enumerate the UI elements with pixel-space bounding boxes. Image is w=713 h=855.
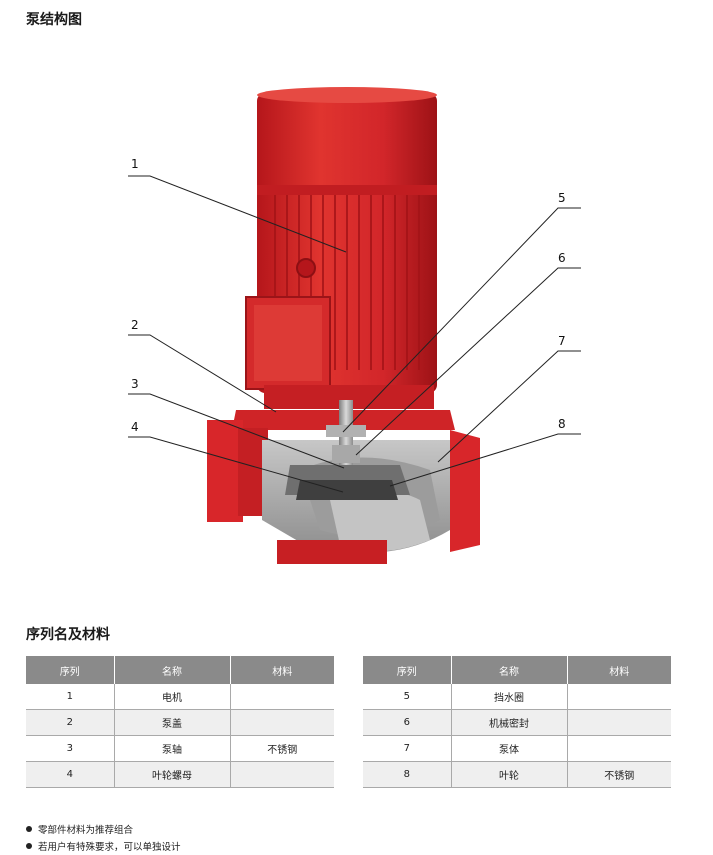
cell-name: 泵盖 bbox=[114, 709, 231, 736]
pump-internals bbox=[285, 400, 410, 500]
section-title-structure: 泵结构图 bbox=[26, 12, 82, 28]
motor bbox=[245, 87, 437, 409]
cell-no: 5 bbox=[363, 684, 452, 710]
table-row: 4 叶轮螺母 bbox=[26, 761, 334, 788]
table-row: 2 泵盖 bbox=[26, 709, 334, 736]
table-header-row: 序列 名称 材料 bbox=[363, 656, 671, 684]
cell-no: 2 bbox=[26, 709, 115, 736]
callout-6: 6 bbox=[558, 251, 566, 265]
parts-table-right: 序列 名称 材料 5 挡水圈 6 机械密封 7 泵体 8 叶轮 不锈钢 bbox=[363, 656, 671, 788]
note-item: 若用户有特殊要求，可以单独设计 bbox=[26, 837, 181, 854]
cell-material: 不锈钢 bbox=[230, 735, 334, 762]
cell-material bbox=[230, 761, 334, 788]
table-row: 1 电机 bbox=[26, 684, 334, 710]
section-title-parts: 序列名及材料 bbox=[26, 627, 110, 643]
cell-material bbox=[230, 709, 334, 736]
cell-material bbox=[567, 709, 671, 736]
bullet-icon bbox=[26, 825, 32, 832]
callout-5: 5 bbox=[558, 191, 566, 205]
cell-material: 不锈钢 bbox=[567, 761, 671, 788]
callout-4: 4 bbox=[131, 420, 139, 434]
cell-material bbox=[230, 684, 334, 710]
table-row: 7 泵体 bbox=[363, 735, 671, 762]
header-no: 序列 bbox=[363, 656, 452, 684]
parts-table-left: 序列 名称 材料 1 电机 2 泵盖 3 泵轴 不锈钢 4 叶轮螺母 bbox=[26, 656, 334, 788]
cell-material bbox=[567, 684, 671, 710]
header-no: 序列 bbox=[26, 656, 115, 684]
notes-list: 零部件材料为推荐组合 若用户有特殊要求，可以单独设计 bbox=[26, 820, 181, 854]
cell-name: 叶轮螺母 bbox=[114, 761, 231, 788]
table-row: 6 机械密封 bbox=[363, 709, 671, 736]
cell-no: 7 bbox=[363, 735, 452, 762]
table-row: 5 挡水圈 bbox=[363, 684, 671, 710]
cell-name: 泵体 bbox=[451, 735, 568, 762]
note-item: 零部件材料为推荐组合 bbox=[26, 820, 181, 837]
cell-no: 4 bbox=[26, 761, 115, 788]
note-text: 零部件材料为推荐组合 bbox=[38, 824, 134, 836]
callout-2: 2 bbox=[131, 318, 139, 332]
cell-material bbox=[567, 735, 671, 762]
header-material: 材料 bbox=[567, 656, 671, 684]
pump-structure-diagram: 1 2 3 4 5 6 7 8 bbox=[128, 87, 581, 564]
cell-name: 叶轮 bbox=[451, 761, 568, 788]
callout-8: 8 bbox=[558, 417, 566, 431]
cell-name: 泵轴 bbox=[114, 735, 231, 762]
cell-no: 1 bbox=[26, 684, 115, 710]
table-row: 8 叶轮 不锈钢 bbox=[363, 761, 671, 788]
callout-1: 1 bbox=[131, 157, 139, 171]
callout-7: 7 bbox=[558, 334, 566, 348]
cell-name: 挡水圈 bbox=[451, 684, 568, 710]
header-name: 名称 bbox=[114, 656, 231, 684]
callout-leaders bbox=[128, 175, 581, 493]
cell-no: 3 bbox=[26, 735, 115, 762]
bullet-icon bbox=[26, 842, 32, 849]
table-header-row: 序列 名称 材料 bbox=[26, 656, 334, 684]
cell-no: 8 bbox=[363, 761, 452, 788]
cell-name: 机械密封 bbox=[451, 709, 568, 736]
note-text: 若用户有特殊要求，可以单独设计 bbox=[38, 841, 181, 853]
cell-no: 6 bbox=[363, 709, 452, 736]
header-name: 名称 bbox=[451, 656, 568, 684]
table-row: 3 泵轴 不锈钢 bbox=[26, 735, 334, 762]
callout-3: 3 bbox=[131, 377, 139, 391]
header-material: 材料 bbox=[230, 656, 334, 684]
cell-name: 电机 bbox=[114, 684, 231, 710]
